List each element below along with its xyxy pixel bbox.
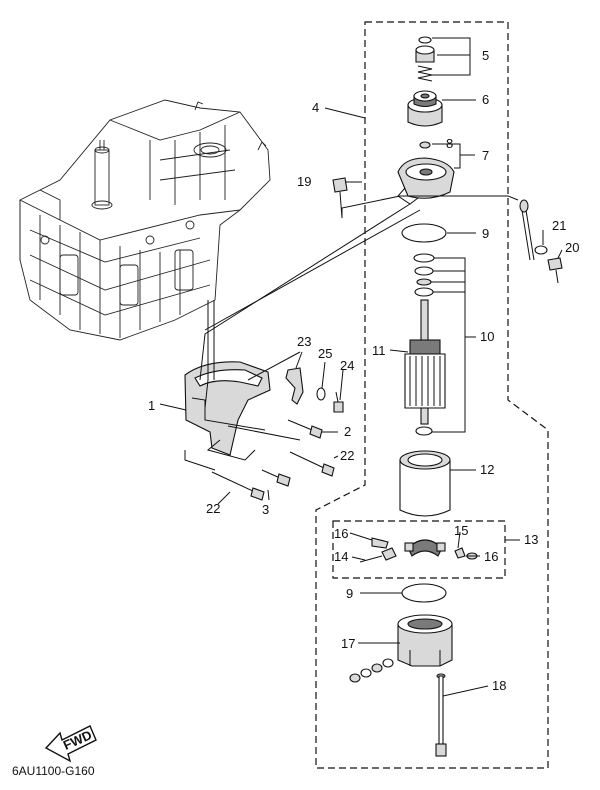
callout-labels: 5 6 4 8 7 19 9 21 20 10 11 23 25 24 1 2 …: [148, 48, 579, 693]
power-head-engine: [19, 99, 271, 341]
bolt-part-22-lower: [211, 471, 265, 501]
callout-8: 8: [446, 136, 453, 151]
yoke-part-12: [399, 450, 451, 517]
starter-assembly-boundary: [315, 21, 549, 769]
spring-cap-part-5: [415, 36, 435, 82]
armature-part-11: [404, 299, 446, 425]
callout-23: 23: [297, 334, 311, 349]
cable-part-21: [519, 199, 563, 284]
callout-18: 18: [492, 678, 506, 693]
callout-3: 3: [262, 502, 269, 517]
bracket-part-1: [184, 361, 271, 461]
callout-20: 20: [565, 240, 579, 255]
callout-9-lower: 9: [346, 586, 353, 601]
callout-19: 19: [297, 174, 311, 189]
callout-17: 17: [341, 636, 355, 651]
brush-holder-part-13: [359, 537, 478, 563]
bolt-part-22-upper: [289, 451, 335, 477]
leader-lines: [159, 37, 563, 697]
bolt-part-3: [261, 469, 291, 487]
diagram-code: 6AU1100-G160: [12, 764, 95, 778]
callout-14: 14: [334, 549, 348, 564]
callout-9-upper: 9: [482, 226, 489, 241]
bolt-part-24: [333, 391, 344, 413]
o-ring-part-9-upper: [401, 223, 447, 243]
callout-22-upper: 22: [340, 448, 354, 463]
fwd-arrow-icon: FWD: [44, 725, 97, 763]
lower-bracket-part-17: [397, 614, 453, 667]
callout-25: 25: [318, 346, 332, 361]
callout-11: 11: [372, 343, 386, 358]
clip-part-23: [285, 367, 304, 405]
callout-4: 4: [312, 100, 319, 115]
callout-7: 7: [482, 148, 489, 163]
callout-16-right: 16: [484, 549, 498, 564]
callout-13: 13: [524, 532, 538, 547]
callout-10: 10: [480, 329, 494, 344]
bolt-part-19: [332, 177, 348, 219]
callout-12: 12: [480, 462, 494, 477]
pinion-gear-part-6: [407, 90, 443, 127]
end-cover-part-7: [397, 141, 455, 205]
nuts-washers-part-17: [349, 658, 394, 683]
callout-22-lower: 22: [206, 501, 220, 516]
o-ring-part-9-lower: [401, 583, 447, 603]
callout-24: 24: [340, 358, 354, 373]
callout-6: 6: [482, 92, 489, 107]
callout-2: 2: [344, 424, 351, 439]
bolt-part-2: [287, 419, 323, 439]
brush-holder-group-boundary: [332, 520, 506, 579]
callout-15: 15: [454, 523, 468, 538]
callout-5: 5: [482, 48, 489, 63]
washer-part-25: [316, 387, 326, 401]
callout-1: 1: [148, 398, 155, 413]
callout-16-left: 16: [334, 526, 348, 541]
callout-21: 21: [552, 218, 566, 233]
through-bolt-part-18: [435, 673, 447, 757]
